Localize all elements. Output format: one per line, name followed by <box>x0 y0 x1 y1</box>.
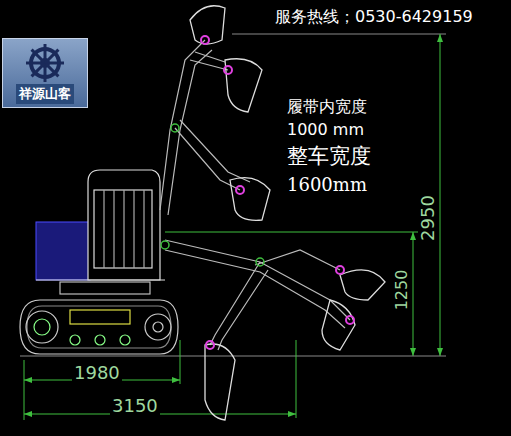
hotline-text: 服务热线；0530-6429159 <box>273 8 475 26</box>
buckets <box>190 6 385 420</box>
note-value: 1600mm <box>285 175 369 195</box>
note-text: 履带内宽度 <box>285 98 369 116</box>
cylinder-marks <box>161 124 264 266</box>
note-value: 1000 mm <box>285 121 366 139</box>
logo-badge: 祥源山客 <box>2 38 88 108</box>
dimension-label: 1250 <box>393 268 411 313</box>
track <box>20 300 178 354</box>
boom-arms <box>160 40 350 350</box>
dimension-label: 1980 <box>72 363 122 383</box>
dimension-label: 2950 <box>418 193 438 243</box>
counterweight <box>36 222 90 280</box>
wheel-emblem <box>25 43 65 83</box>
dimension-label: 3150 <box>110 396 160 416</box>
note-text: 整车宽度 <box>285 145 373 168</box>
logo-text: 祥源山客 <box>16 84 74 104</box>
cab <box>36 170 165 294</box>
